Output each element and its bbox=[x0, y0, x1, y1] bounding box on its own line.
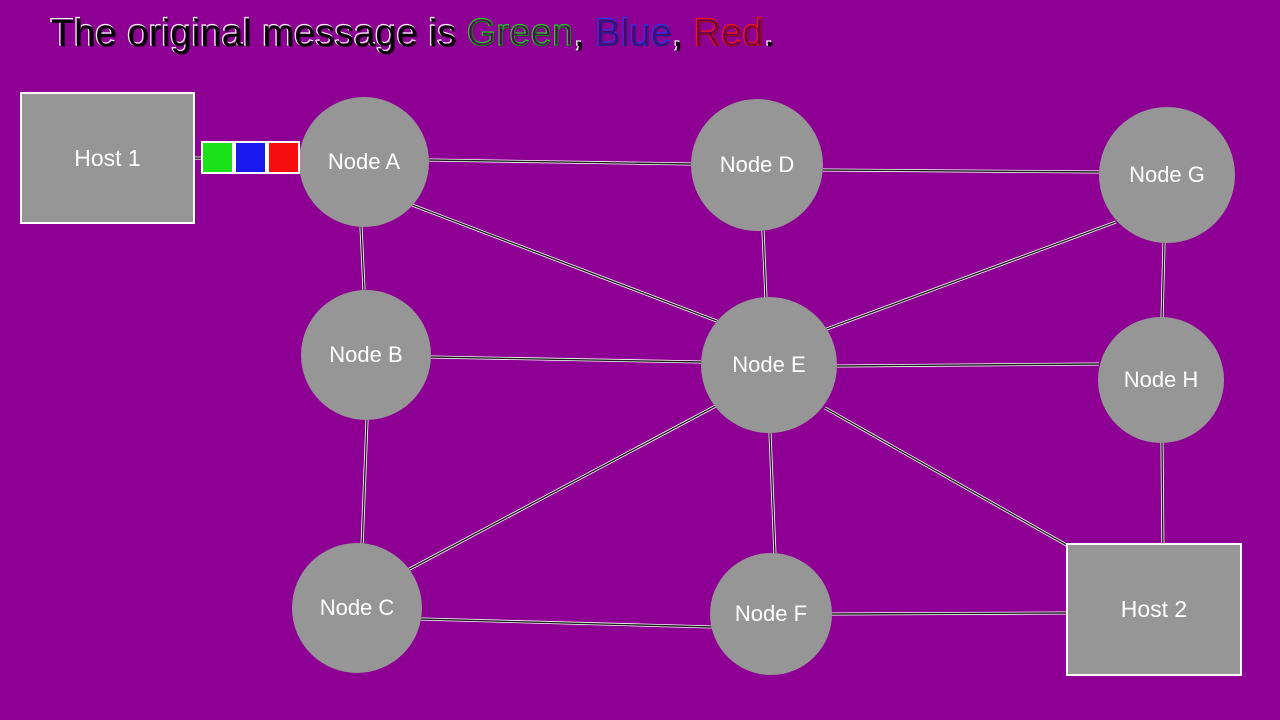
node-f[interactable]: Node F bbox=[710, 553, 832, 675]
node-a[interactable]: Node A bbox=[299, 97, 429, 227]
node-b[interactable]: Node B bbox=[301, 290, 431, 420]
node-e[interactable]: Node E bbox=[701, 297, 837, 433]
edge-F-host2 bbox=[831, 611, 1067, 616]
title-segment-blue: Blue bbox=[594, 12, 672, 54]
host-label: Host 1 bbox=[74, 144, 141, 171]
title-segment-6: . bbox=[763, 12, 775, 54]
packet-green[interactable] bbox=[201, 141, 234, 174]
edge-C-F bbox=[420, 617, 713, 629]
packet-red[interactable] bbox=[267, 141, 300, 174]
host-box-host2[interactable]: Host 2 bbox=[1066, 543, 1242, 676]
packet-blue[interactable] bbox=[234, 141, 267, 174]
node-g[interactable]: Node G bbox=[1099, 107, 1235, 243]
title-segment-2: , bbox=[573, 12, 595, 54]
node-h[interactable]: Node H bbox=[1098, 317, 1224, 443]
title-segment-0: The original message is bbox=[49, 12, 467, 54]
host-label: Host 2 bbox=[1120, 596, 1188, 622]
edge-A-D bbox=[428, 158, 693, 166]
edge-E-H bbox=[836, 362, 1100, 368]
node-d[interactable]: Node D bbox=[691, 99, 823, 231]
edge-D-E bbox=[761, 230, 768, 300]
edge-D-G bbox=[822, 168, 1104, 174]
node-label: Node E bbox=[732, 352, 806, 377]
node-label: Node A bbox=[327, 149, 401, 174]
edge-H-host2 bbox=[1160, 442, 1165, 559]
node-label: Node H bbox=[1123, 367, 1199, 392]
edge-A-B bbox=[359, 226, 366, 291]
edge-G-H bbox=[1160, 242, 1166, 321]
node-label: Node F bbox=[734, 601, 808, 626]
host-box-host1[interactable]: Host 1 bbox=[20, 92, 195, 224]
edge-E-host2 bbox=[824, 406, 1108, 570]
node-label: Node B bbox=[329, 342, 403, 367]
title-segment-green: Green bbox=[466, 12, 574, 54]
edge-E-G bbox=[823, 220, 1117, 332]
node-label: Node C bbox=[319, 595, 395, 620]
title-segment-red: Red bbox=[693, 12, 764, 54]
title-segment-4: , bbox=[671, 12, 694, 54]
edge-E-F bbox=[768, 432, 777, 556]
node-c[interactable]: Node C bbox=[292, 543, 422, 673]
edge-B-C bbox=[360, 419, 369, 548]
edge-B-E bbox=[430, 355, 702, 364]
node-label: Node D bbox=[719, 152, 795, 177]
page-title: The original message is Green, Blue, Red… bbox=[49, 12, 775, 54]
node-label: Node G bbox=[1129, 162, 1205, 187]
edge-A-E bbox=[411, 203, 723, 325]
edge-C-E bbox=[403, 398, 728, 574]
